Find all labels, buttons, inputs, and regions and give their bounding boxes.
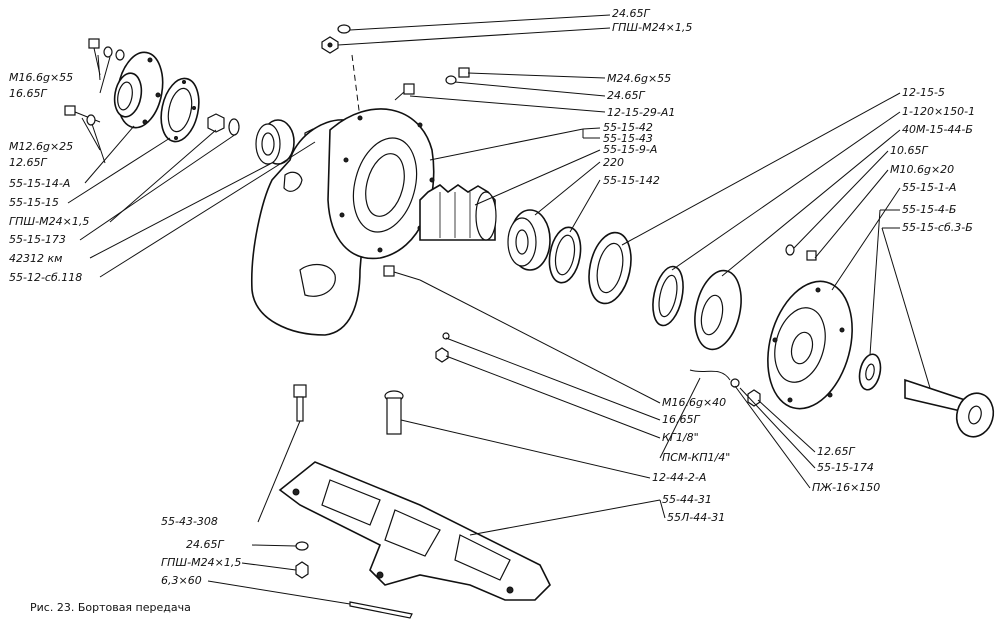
label-55-15-174: 55-15-174 [817,461,874,474]
bolt-m10-part [785,244,817,261]
gasket-part [160,77,200,143]
label-55-15-43: 55-15-43 [603,132,653,145]
hub-flange-part [767,280,853,410]
bottom-nut-part [295,561,309,579]
label-m12-25: М12.6g×25 [9,140,73,153]
label-gpsh-left: ГПШ-М24×1,5 [9,215,89,228]
bracket-part [278,461,551,601]
label-42312: 42312 км [9,252,62,265]
label-24-65-b: 24.65Г [607,89,645,102]
cover-flange-part [113,51,164,129]
label-m16-40: М16.6g×40 [662,396,726,409]
label-55-15-1a: 55-15-1-А [902,181,956,194]
label-m16-55: М16.6g×55 [9,71,73,84]
bottom-washer-part [295,541,309,551]
label-12-65-a: 12.65Г [9,156,47,169]
label-12-15-5: 12-15-5 [902,86,945,99]
bolt-55-43-308-part [293,384,307,422]
label-10-65: 10.65Г [890,144,928,157]
label-24-65-top: 24.65Г [612,7,650,20]
label-55-15-173: 55-15-173 [9,233,66,246]
label-12-44-2a: 12-44-2-А [652,471,706,484]
bearing-220-part [507,209,551,271]
bolt-m12-part [64,105,101,126]
grease-nipple-part [689,369,761,407]
stud-shaft-part [904,378,995,438]
bearing-42312-part [255,119,295,165]
gasket-1-120-part [588,231,632,305]
label-55-44-31: 55-44-31 [662,493,712,506]
ring-inner [554,234,576,276]
label-kg18: КГ1/8" [662,431,699,444]
label-220: 220 [603,156,624,169]
cover-40m-part [694,269,742,351]
gear-shaft-part [419,184,497,241]
label-1-120-150: 1-120×150-1 [902,105,975,118]
label-m10-20: М10.6g×20 [890,163,954,176]
label-55-15-9a: 55-15-9-А [603,143,657,156]
label-m24-55: М24.6g×55 [607,72,671,85]
leader-lines [67,14,931,605]
label-16-65-b: 16.65Г [662,413,700,426]
cotter-pin-part [349,601,413,619]
housing-part [250,108,435,336]
label-55-15-15: 55-15-15 [9,196,59,209]
label-6-3x60: 6,3×60 [161,574,202,587]
label-55-15-sb3b: 55-15-сб.3-Б [902,221,973,234]
label-40m: 40М-15-44-Б [902,123,973,136]
pin-12-44-2a-part [384,390,404,435]
figure-caption: Рис. 23. Бортовая передача [30,601,191,614]
washer-4b-inner [865,363,875,381]
lower-bolt-part [383,265,450,363]
top-nut-part [321,24,351,54]
label-gpsh-bottom: ГПШ-М24×1,5 [161,556,241,569]
label-16-65-a: 16.65Г [9,87,47,100]
bolt-m24-part [394,67,470,101]
label-55-12-sb118: 55-12-сб.118 [9,271,82,284]
label-12-15-29-a1: 12-15-29-А1 [607,106,675,119]
label-12-65-b: 12.65Г [817,445,855,458]
label-55-15-142: 55-15-142 [603,174,660,187]
label-55-15-14a: 55-15-14-А [9,177,70,190]
label-55l-44-31: 55Л-44-31 [667,511,725,524]
label-55-15-42: 55-15-42 [603,121,653,134]
seal-inner [658,274,678,318]
label-psm: ПСМ-КП1/4" [662,451,730,464]
axis-dashline-top [351,54,361,119]
label-55-15-4b: 55-15-4-Б [902,203,956,216]
nut-washer-part [207,113,240,136]
label-gpsh-top: ГПШ-М24×1,5 [612,21,692,34]
label-24-65-c: 24.65Г [186,538,224,551]
label-pzh: ПЖ-16×150 [812,481,880,494]
label-55-43-308: 55-43-308 [161,515,218,528]
